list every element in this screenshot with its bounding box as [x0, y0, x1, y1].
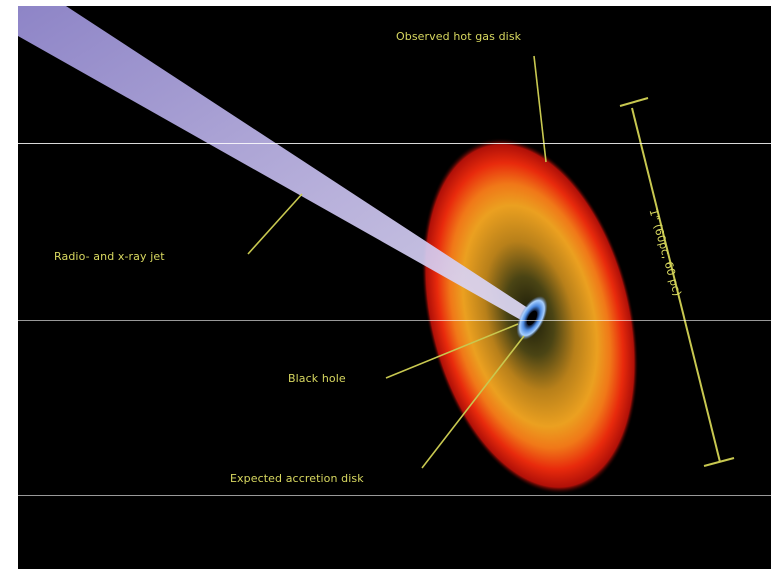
- scale-bar: [619, 97, 735, 467]
- overlay-line-3: [0, 495, 773, 496]
- overlay-line-1: [0, 143, 773, 144]
- leader-line-accretion-disk: [421, 335, 525, 469]
- overlay-line-2: [0, 320, 773, 321]
- leader-line-observed-disk: [533, 55, 547, 163]
- radio-xray-jet: [18, 6, 534, 324]
- leader-line-black-hole: [385, 323, 519, 379]
- black-hole: [526, 310, 538, 326]
- diagram-svg: [18, 6, 735, 495]
- label-black-hole: Black hole: [288, 372, 346, 385]
- label-radio-xray-jet: Radio- and x-ray jet: [54, 250, 165, 263]
- leader-line-jet: [247, 193, 303, 255]
- label-expected-accretion-disk: Expected accretion disk: [230, 472, 364, 485]
- diagram-canvas: Observed hot gas disk Radio- and x-ray j…: [18, 6, 771, 569]
- label-observed-hot-gas-disk: Observed hot gas disk: [396, 30, 522, 43]
